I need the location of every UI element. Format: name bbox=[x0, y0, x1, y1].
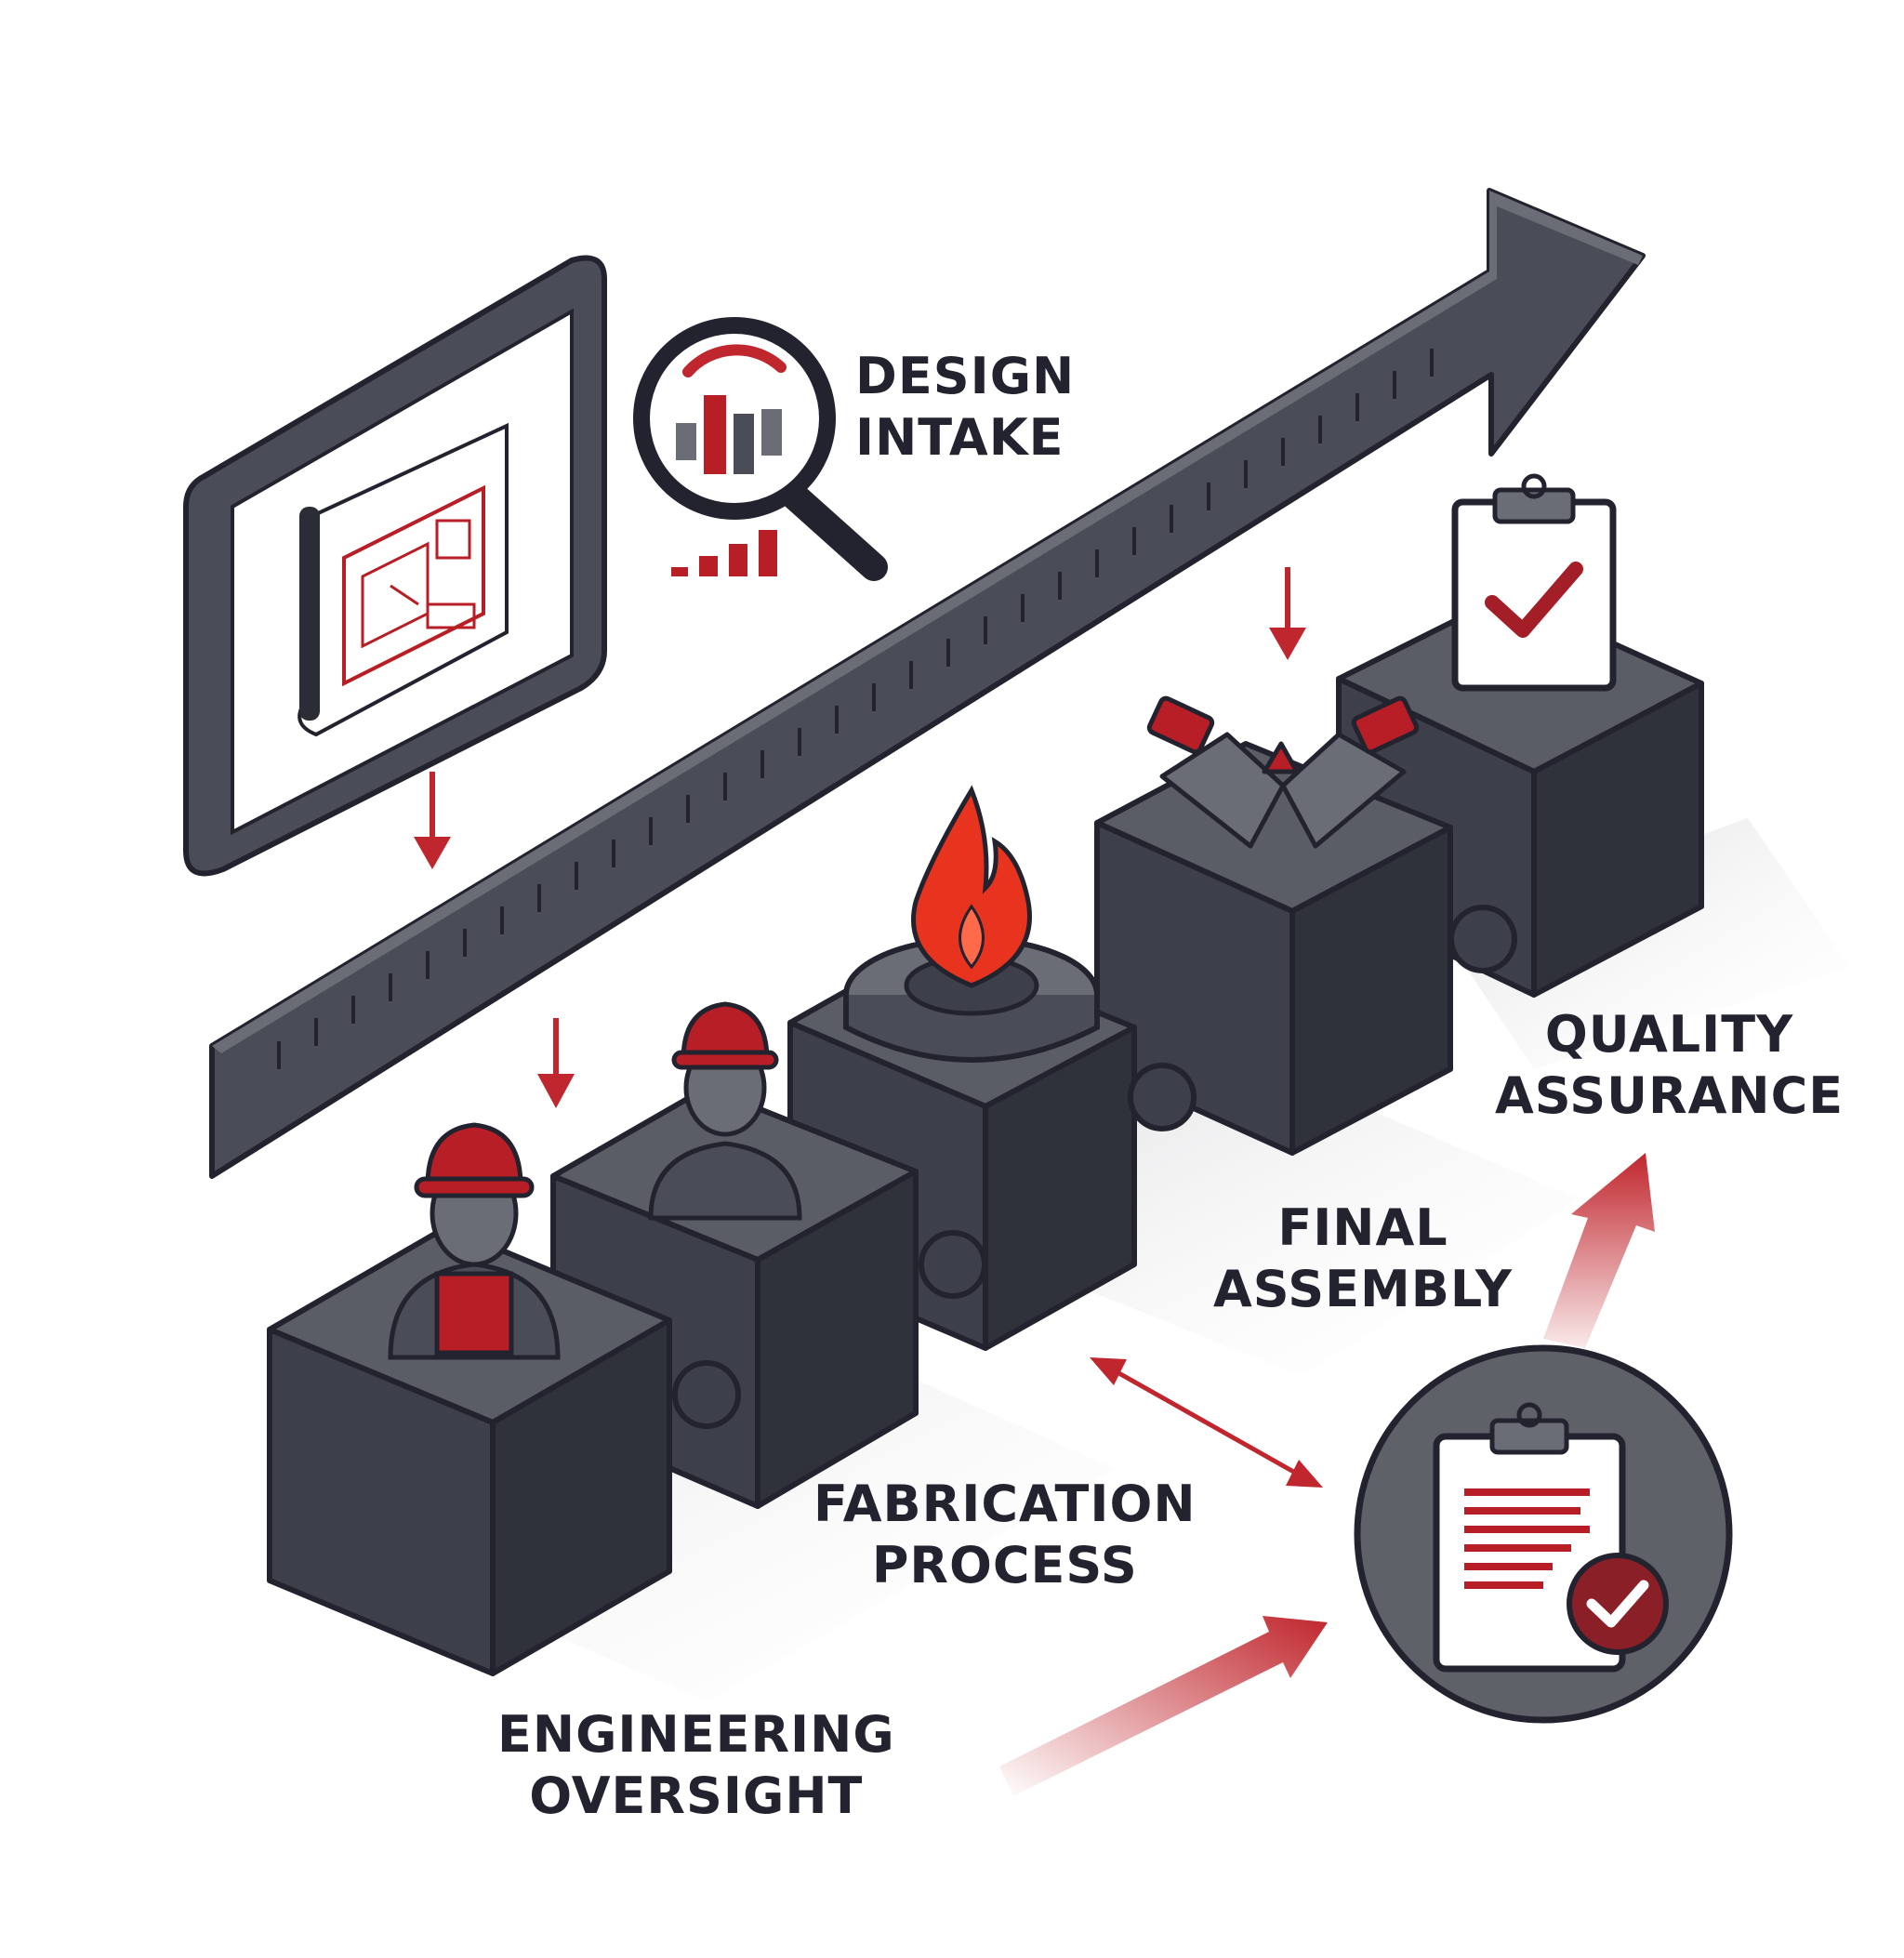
label-design-intake: DESIGN INTAKE bbox=[855, 346, 1075, 469]
hard-hat-worker-icon-1 bbox=[388, 1122, 561, 1360]
double-arrow bbox=[1090, 1357, 1323, 1488]
clipboard-report-check-icon bbox=[1354, 1344, 1733, 1724]
hard-hat-worker-icon-2 bbox=[648, 1001, 802, 1221]
down-arrows bbox=[414, 567, 1306, 1108]
label-quality-assurance-line1: QUALITY bbox=[1544, 1005, 1794, 1064]
label-final-assembly: FINAL ASSEMBLY bbox=[1213, 1197, 1513, 1320]
label-design-intake-line1: DESIGN bbox=[855, 347, 1076, 405]
ruler-arrow bbox=[209, 188, 1646, 1179]
clipboard-check-icon bbox=[1451, 473, 1617, 692]
ruler-ticks bbox=[277, 349, 1434, 1069]
label-final-assembly-line2: ASSEMBLY bbox=[1213, 1259, 1514, 1318]
label-fabrication-process-line1: FABRICATION bbox=[813, 1475, 1197, 1533]
label-quality-assurance: QUALITY ASSURANCE bbox=[1495, 1004, 1844, 1127]
label-fabrication-process-line2: PROCESS bbox=[871, 1535, 1138, 1594]
label-engineering-oversight-line2: OVERSIGHT bbox=[529, 1766, 864, 1825]
gradient-arrows bbox=[999, 1153, 1655, 1796]
magnifier-bar-chart-icon bbox=[633, 317, 888, 581]
label-design-intake-line2: INTAKE bbox=[855, 407, 1064, 467]
label-quality-assurance-line2: ASSURANCE bbox=[1495, 1065, 1844, 1125]
label-engineering-oversight: ENGINEERING OVERSIGHT bbox=[497, 1704, 895, 1827]
label-engineering-oversight-line1: ENGINEERING bbox=[497, 1705, 895, 1764]
gear-flame-icon bbox=[843, 785, 1100, 1063]
label-fabrication-process: FABRICATION PROCESS bbox=[813, 1474, 1197, 1596]
handshake-icon bbox=[1146, 695, 1420, 849]
label-final-assembly-line1: FINAL bbox=[1277, 1198, 1448, 1257]
monitor-with-blueprint-icon bbox=[183, 255, 607, 877]
